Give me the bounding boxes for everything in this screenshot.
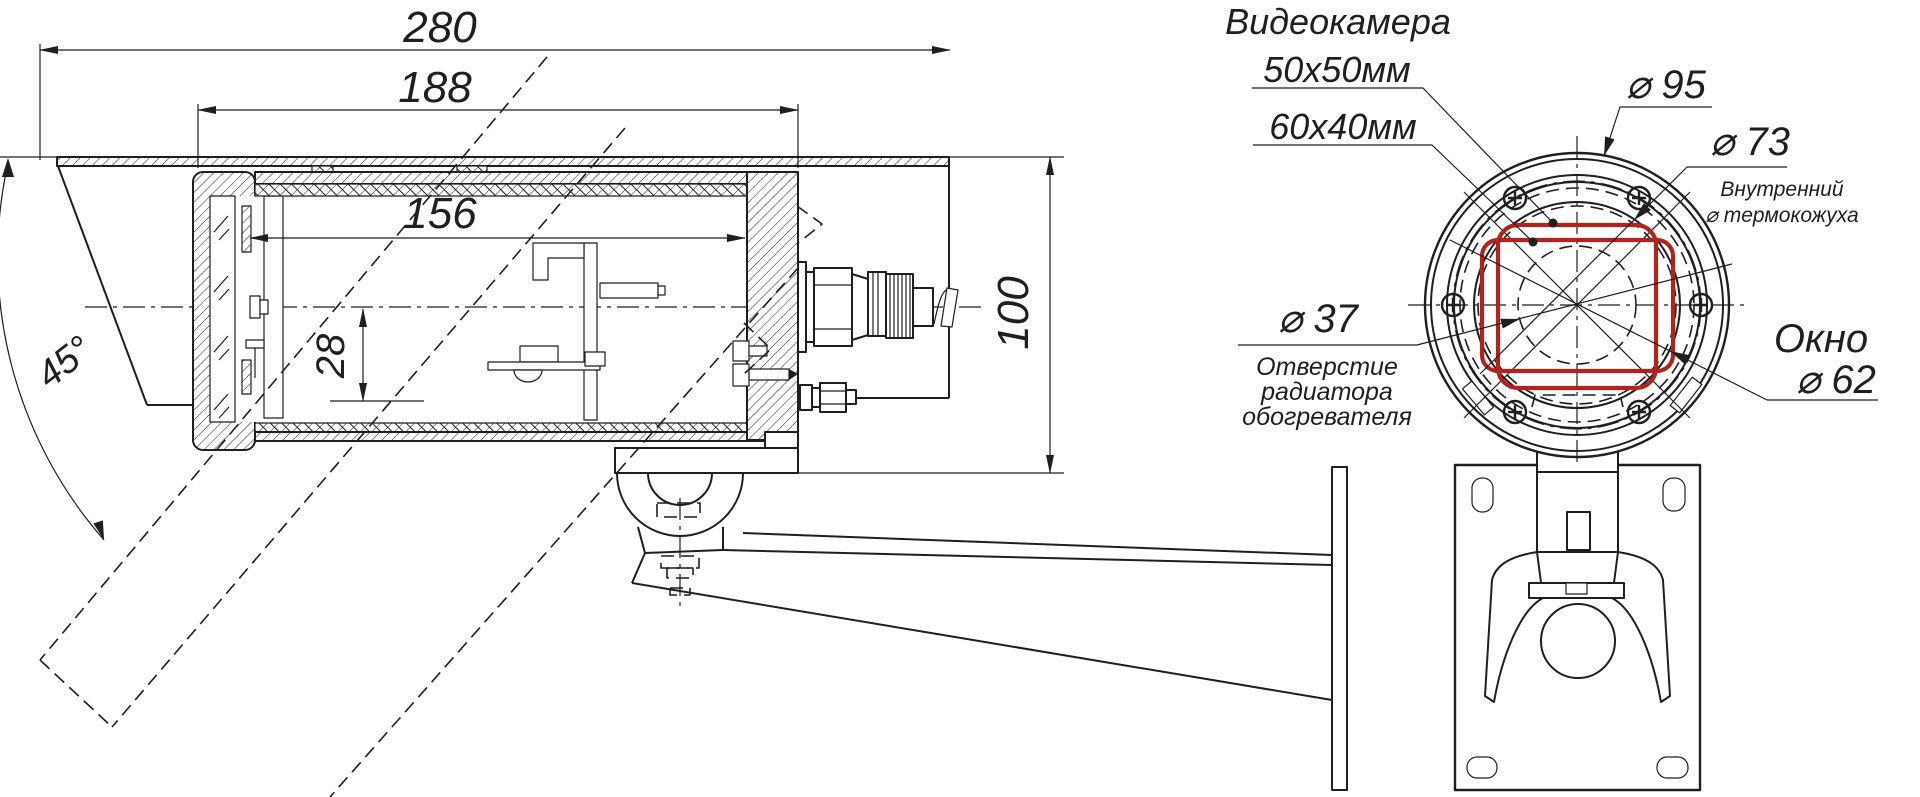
mount-neck-fork	[1484, 448, 1671, 703]
bracket-plate	[614, 447, 799, 474]
title-videocamera: Видеокамера	[1225, 1, 1451, 42]
glass-marks	[213, 215, 230, 419]
front-view: Видеокамера 50x50мм 60x40мм ⌀ 95 ⌀ 73 Вн…	[1225, 1, 1878, 792]
leader-dot	[1528, 237, 1538, 247]
cable-clamp	[519, 345, 559, 363]
flange	[1408, 136, 1748, 468]
label-dia-73: ⌀ 73	[1710, 120, 1790, 164]
sun-visor	[0, 156, 950, 406]
lock-tab	[1566, 511, 1591, 551]
top-insulation	[254, 183, 748, 197]
screw-icon	[1440, 292, 1466, 318]
label-window: Окно	[1774, 317, 1868, 361]
arm-bottom	[631, 582, 1333, 701]
rear-connector	[797, 261, 959, 353]
bottom-insulation	[254, 422, 748, 433]
rotated-position-outline	[39, 56, 823, 797]
cable-gland	[799, 382, 857, 413]
screw-icon	[1626, 399, 1652, 425]
front-view-annotations: Видеокамера 50x50мм 60x40мм ⌀ 95 ⌀ 73 Вн…	[1225, 1, 1878, 431]
lens-mount	[249, 295, 261, 319]
dim-100-label: 100	[989, 276, 1038, 350]
glass-retainer	[241, 205, 252, 253]
flange-tab	[1669, 376, 1703, 414]
dimensions-side: 280 188 156 28 100	[39, 3, 1064, 474]
side-view: 45° 280 188 156 28 100	[0, 3, 1348, 797]
fork-arm-right	[1611, 551, 1671, 703]
label-dia-37: ⌀ 37	[1278, 297, 1359, 341]
housing-body	[192, 171, 799, 451]
base-plate	[487, 361, 601, 371]
dim-280-label: 280	[402, 3, 477, 52]
screw-icon	[1626, 185, 1652, 211]
screw-head	[513, 369, 543, 383]
label-60x40: 60x40мм	[1269, 106, 1416, 147]
arm-top	[742, 532, 1333, 556]
camera-board	[583, 242, 598, 421]
knurl-lines	[889, 274, 911, 338]
screw-icon	[1502, 185, 1528, 211]
hidden-bolt	[656, 502, 701, 596]
label-dia-73-note2: ⌀ термокожуха	[1705, 204, 1858, 227]
wall-plate-side	[1331, 466, 1348, 791]
camera-footprint-60x40	[1479, 237, 1676, 374]
cable-tail	[940, 287, 959, 328]
visor-plate	[56, 156, 950, 167]
dim-156-label: 156	[403, 189, 477, 238]
tilt-angle-45: 45°	[0, 158, 105, 541]
label-heater-note2: радиатора	[1260, 378, 1393, 406]
mount-slot	[1656, 756, 1689, 779]
fork-hole	[1540, 603, 1616, 679]
front-glass	[209, 195, 236, 423]
camera-footprint-50x50	[1495, 222, 1659, 391]
lens-barrel	[259, 299, 269, 315]
bottom-wall	[254, 431, 766, 442]
terminal-screws	[732, 340, 798, 387]
leader-dot	[1548, 218, 1558, 228]
flange-tab	[1461, 380, 1495, 416]
label-dia-73-note1: Внутренний	[1720, 178, 1843, 201]
glass-retainer	[241, 359, 252, 395]
screw-icon	[1688, 292, 1714, 318]
mount-slot	[1662, 477, 1686, 512]
label-heater-note1: Отверстие	[1256, 353, 1398, 381]
visor-front-edge	[57, 165, 148, 406]
camera-internals	[245, 242, 666, 421]
dim-28-label: 28	[309, 333, 353, 379]
rear-wall	[746, 171, 799, 441]
camera-cylinder	[599, 282, 659, 299]
label-heater-note3: обогревателя	[1242, 403, 1412, 431]
label-dia-95: ⌀ 95	[1626, 63, 1706, 107]
mount-slot	[1471, 477, 1494, 513]
label-window-dia: ⌀ 62	[1796, 358, 1876, 402]
dim-188-label: 188	[398, 63, 472, 112]
screw-icon	[1502, 399, 1528, 425]
mount-slot	[1466, 756, 1498, 779]
camera-bracket	[532, 242, 585, 281]
flange-screws	[1440, 185, 1714, 425]
top-wall	[254, 171, 748, 185]
angle-45-label: 45°	[29, 328, 100, 396]
label-50x50: 50x50мм	[1263, 49, 1410, 90]
mount-bracket-side	[614, 431, 1348, 791]
